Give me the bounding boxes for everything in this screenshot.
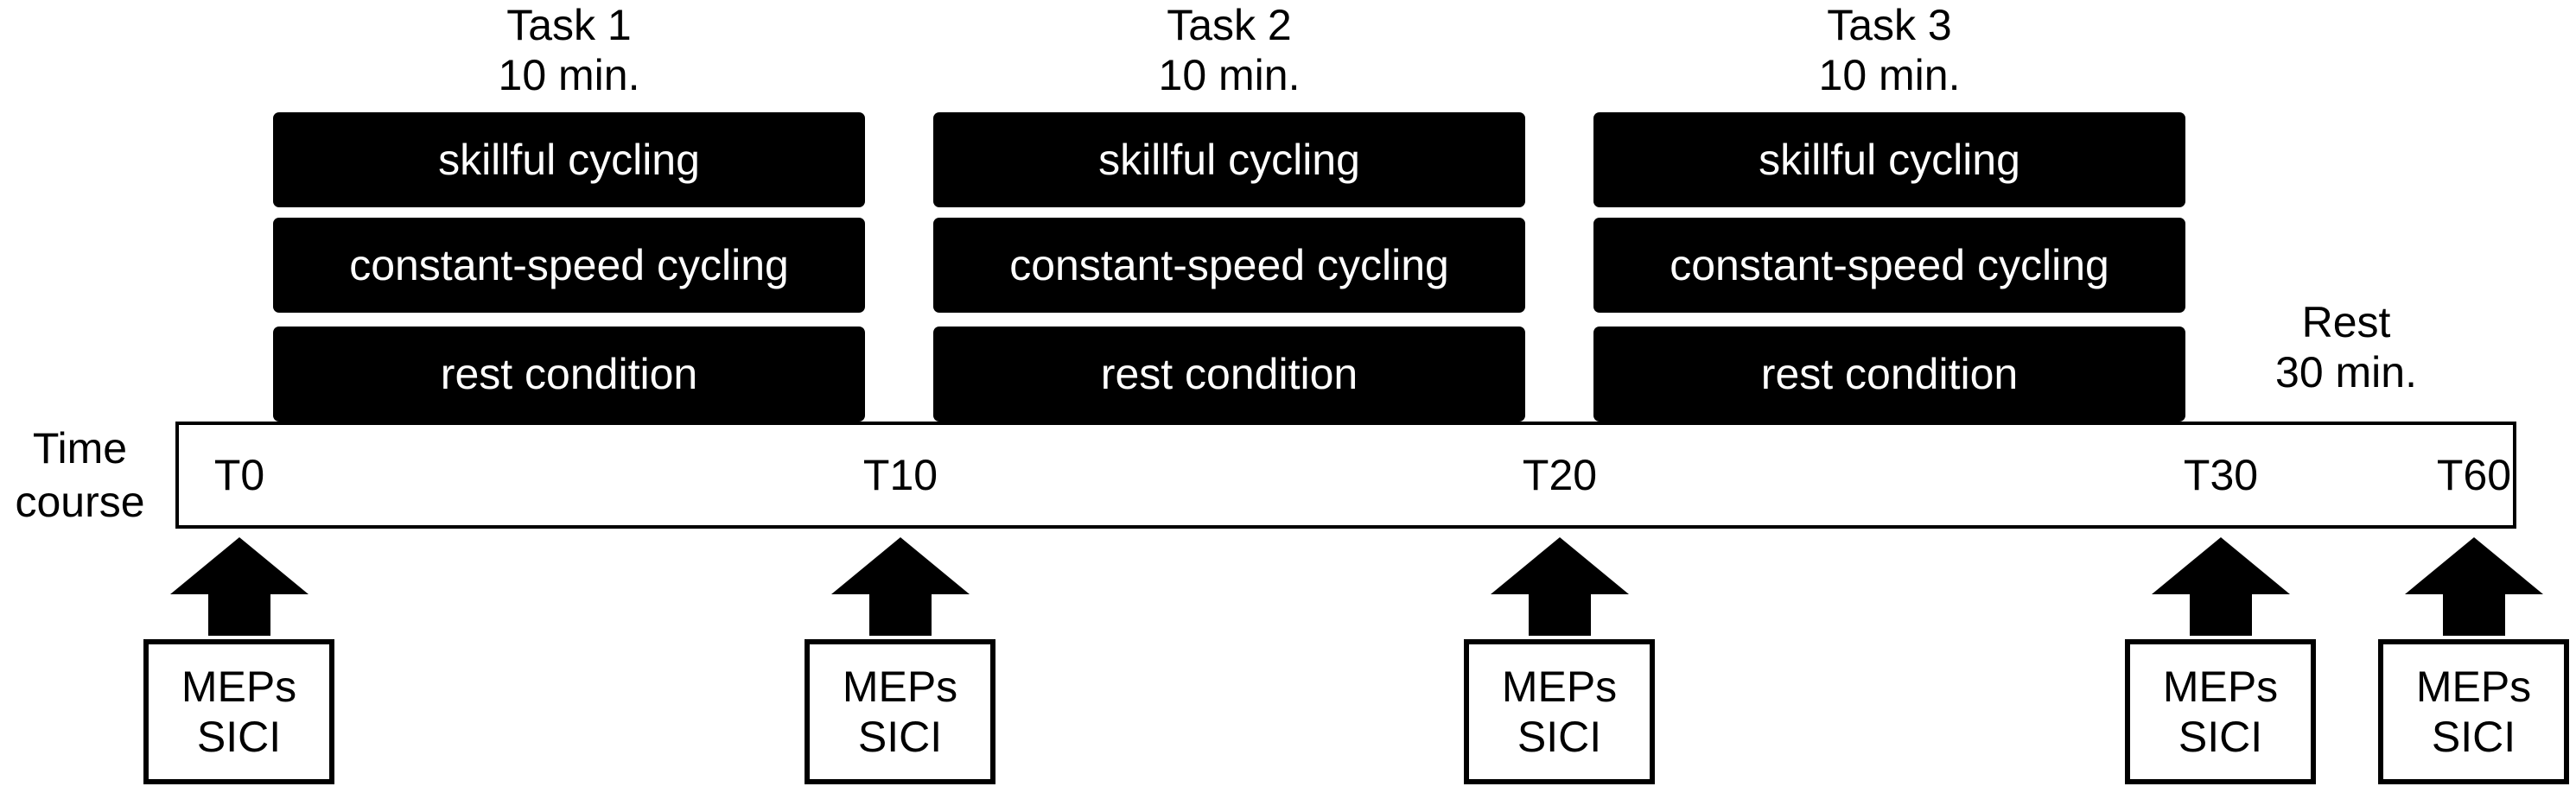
measurement-meps: MEPs: [1501, 663, 1618, 711]
task-2-constant-speed-cycling: constant-speed cycling: [933, 218, 1525, 313]
measurement-sici: SICI: [196, 713, 282, 761]
measurement-box-t20: MEPs SICI: [1464, 639, 1655, 784]
task-3-skillful-cycling: skillful cycling: [1593, 112, 2185, 207]
measurement-box-t10: MEPs SICI: [805, 639, 995, 784]
measurement-sici: SICI: [2431, 713, 2516, 761]
up-arrow-icon: [1491, 537, 1629, 636]
task-1-constant-speed-cycling: constant-speed cycling: [273, 218, 865, 313]
up-arrow-icon: [831, 537, 970, 636]
measurement-meps: MEPs: [2415, 663, 2532, 711]
rest-name: Rest: [2301, 298, 2391, 346]
measurement-sici: SICI: [1517, 713, 1602, 761]
measurement-box-t60: MEPs SICI: [2378, 639, 2569, 784]
task-2-name: Task 2: [1167, 1, 1292, 49]
task-1-title: Task 1 10 min.: [273, 0, 865, 100]
task-1-name: Task 1: [506, 1, 632, 49]
timepoint-label-t10: T10: [862, 451, 938, 499]
rest-duration: 30 min.: [2275, 348, 2417, 396]
task-3-rest-condition: rest condition: [1593, 327, 2185, 422]
up-arrow-icon: [2152, 537, 2290, 636]
timepoint-label-t0: T0: [213, 451, 265, 499]
measurement-box-t30: MEPs SICI: [2125, 639, 2316, 784]
task-2-rest-condition: rest condition: [933, 327, 1525, 422]
task-3-constant-speed-cycling: constant-speed cycling: [1593, 218, 2185, 313]
task-1-skillful-cycling: skillful cycling: [273, 112, 865, 207]
task-2-skillful-cycling: skillful cycling: [933, 112, 1525, 207]
task-1-rest-condition: rest condition: [273, 327, 865, 422]
time-course-line2: course: [15, 478, 145, 526]
measurement-sici: SICI: [857, 713, 943, 761]
task-3-title: Task 3 10 min.: [1593, 0, 2185, 100]
timepoint-label-t60: T60: [2436, 451, 2512, 499]
measurement-sici: SICI: [2178, 713, 2263, 761]
up-arrow-icon: [2405, 537, 2543, 636]
task-3-duration: 10 min.: [1818, 51, 1961, 99]
task-3-name: Task 3: [1827, 1, 1952, 49]
measurement-box-t0: MEPs SICI: [143, 639, 334, 784]
time-course-label: Time course: [0, 422, 160, 529]
measurement-meps: MEPs: [2162, 663, 2279, 711]
rest-label: Rest 30 min.: [2234, 297, 2458, 397]
up-arrow-icon: [170, 537, 308, 636]
measurement-meps: MEPs: [181, 663, 297, 711]
task-2-duration: 10 min.: [1158, 51, 1301, 99]
timepoint-label-t20: T20: [1522, 451, 1598, 499]
timepoint-label-t30: T30: [2183, 451, 2259, 499]
time-course-line1: Time: [32, 424, 128, 472]
measurement-meps: MEPs: [842, 663, 958, 711]
task-1-duration: 10 min.: [498, 51, 640, 99]
timeline-bar: [175, 422, 2516, 529]
task-2-title: Task 2 10 min.: [933, 0, 1525, 100]
